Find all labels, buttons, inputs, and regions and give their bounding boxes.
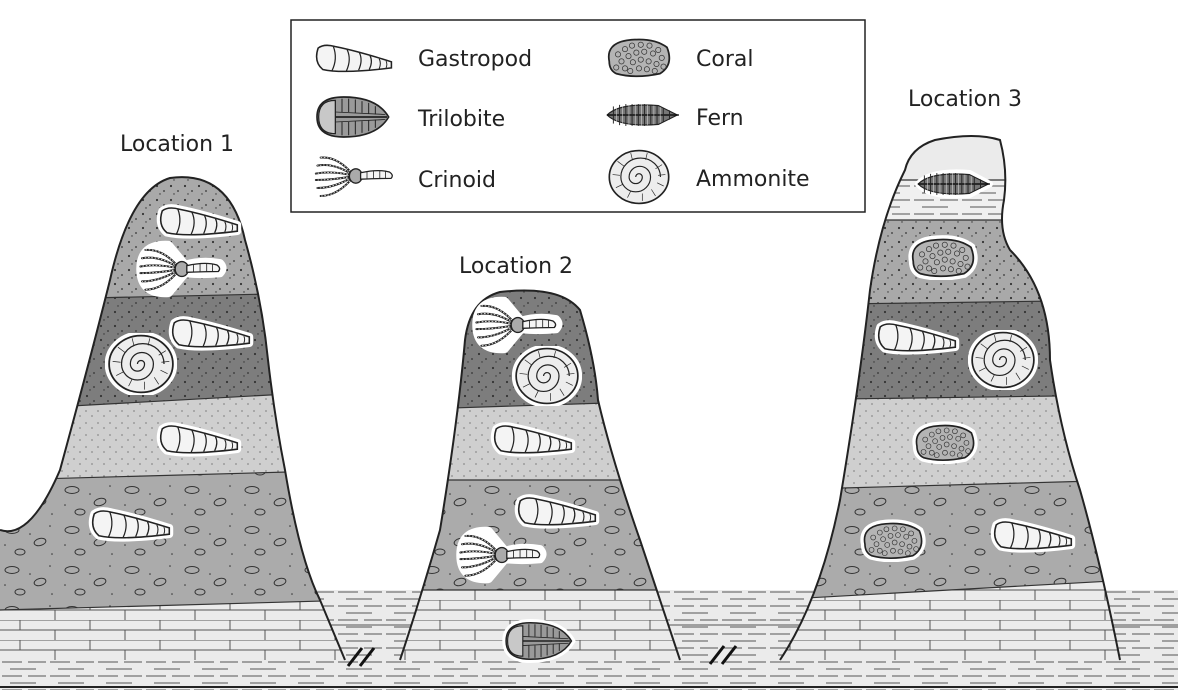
legend-label-trilobite: Trilobite: [417, 107, 505, 132]
ammonite-icon: [609, 151, 668, 204]
coral-icon: [864, 524, 921, 559]
coral-icon: [913, 240, 974, 277]
unconformity-mark: [346, 647, 376, 667]
legend: Gastropod Coral Trilobite Fern Crinoid A…: [290, 19, 866, 213]
column-location-2: [399, 289, 681, 670]
legend-label-coral: Coral: [696, 47, 753, 72]
fern-icon: [607, 104, 679, 127]
legend-label-gastropod: Gastropod: [418, 47, 532, 72]
location-2-label: Location 2: [459, 254, 573, 279]
ammonite-icon: [972, 333, 1034, 388]
legend-label-ammonite: Ammonite: [696, 167, 810, 192]
coral-icon: [916, 426, 973, 461]
coral-icon: [609, 40, 670, 77]
location-1-label: Location 1: [120, 132, 234, 157]
trilobite-icon: [506, 623, 571, 659]
ammonite-icon: [109, 336, 173, 393]
legend-label-fern: Fern: [696, 106, 744, 131]
trilobite-icon: [317, 97, 389, 137]
unconformity-mark: [708, 645, 738, 665]
ammonite-icon: [516, 349, 578, 404]
location-3-label: Location 3: [908, 87, 1022, 112]
legend-label-crinoid: Crinoid: [418, 168, 496, 193]
column-location-1: [0, 176, 346, 661]
fern-icon: [918, 173, 990, 196]
